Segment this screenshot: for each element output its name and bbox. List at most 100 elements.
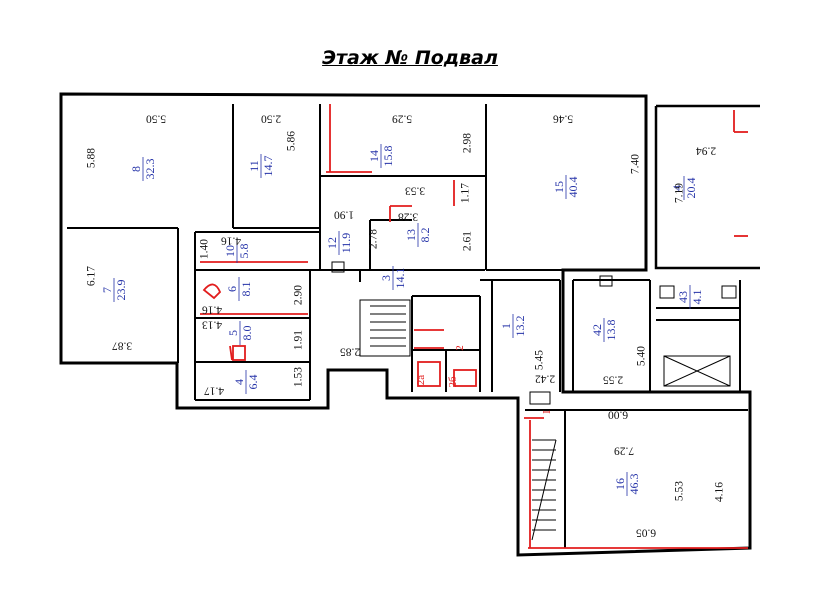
dimension-label: 2.42	[535, 372, 555, 384]
room-area: 20.4	[684, 178, 698, 199]
dimension-label: 1.40	[199, 239, 211, 259]
room-area: 40.4	[566, 177, 580, 198]
small-label-l2: 2	[454, 345, 466, 351]
room-area: 11.9	[339, 233, 353, 254]
room-number: 4	[232, 379, 246, 385]
room-area: 46.3	[627, 474, 641, 495]
room-number: 6	[225, 286, 239, 292]
room-number: 16	[613, 478, 627, 490]
dimension-label: 3.53	[405, 184, 425, 196]
room-area: 23.9	[114, 280, 128, 301]
room-number: 4	[670, 185, 684, 191]
dimension-label: 7.19	[674, 183, 686, 203]
dimension-label: 1.17	[460, 183, 472, 203]
room-number: 14	[367, 150, 381, 162]
dimension-label: 4.16	[221, 234, 241, 246]
elevator-shaft	[663, 355, 731, 387]
room-area: 13.8	[604, 320, 618, 341]
dimension-label: 2.78	[368, 229, 380, 249]
dimension-label: 4.13	[202, 318, 222, 330]
room-area: 5.8	[237, 244, 251, 259]
room-number: 42	[590, 324, 604, 336]
dimension-label: 7.29	[614, 444, 634, 456]
room-number: 15	[552, 181, 566, 193]
small-label-l2a: 2a	[415, 375, 427, 386]
dimension-label: 6.05	[636, 526, 656, 538]
red-markings	[200, 104, 748, 549]
room-area: 14.7	[261, 156, 275, 177]
dimension-label: 4.16	[714, 482, 726, 502]
room-area: 32.3	[143, 159, 157, 180]
room-number: 11	[247, 160, 261, 172]
dimension-label: 1.53	[293, 367, 305, 387]
dimension-label: 2.55	[603, 373, 623, 385]
dimension-label: 5.86	[286, 131, 298, 151]
door-openings	[74, 227, 737, 405]
dimension-label: 5.53	[674, 481, 686, 501]
room-number: 1	[499, 323, 513, 329]
interior-walls	[67, 104, 748, 548]
room-area: 15.8	[381, 146, 395, 167]
dimension-label: 2.98	[462, 133, 474, 153]
dimension-label: 5.88	[86, 148, 98, 168]
right-block-walls	[654, 104, 760, 270]
dimension-label: 5.50	[146, 112, 166, 124]
room-area: 8.1	[239, 282, 253, 297]
room-number: 7	[100, 287, 114, 293]
room-number: 3	[379, 275, 393, 281]
dimension-label: 5.46	[553, 112, 573, 124]
dimension-label: 6.17	[86, 266, 98, 286]
room-area: 6.4	[246, 375, 260, 390]
dimension-label: 2.61	[462, 231, 474, 251]
outer-walls	[59, 92, 752, 557]
room-number: 43	[676, 291, 690, 303]
small-label-lI: I	[541, 410, 553, 414]
room-area: 8.2	[418, 228, 432, 243]
room-number: 12	[325, 237, 339, 249]
room-number: 13	[404, 229, 418, 241]
staircase-center	[359, 299, 411, 357]
room-area: 14.1	[393, 268, 407, 289]
room-area: 4.1	[690, 290, 704, 305]
dimension-label: 5.40	[636, 346, 648, 366]
dimension-label: 4.17	[204, 384, 224, 396]
dimension-label: 4.16	[202, 303, 222, 315]
floor-title: Этаж № Подвал	[322, 47, 498, 69]
dimension-label: 2.50	[261, 112, 281, 124]
dimension-label: 7.40	[630, 154, 642, 174]
room-area: 13.2	[513, 316, 527, 337]
dimension-label: 5.45	[534, 350, 546, 370]
room-number: 8	[129, 166, 143, 172]
small-label-l2b: 2б	[447, 376, 459, 388]
dimension-label: 6.00	[608, 408, 628, 420]
dimension-label: 2.85	[340, 345, 360, 357]
dimension-label: 5.29	[392, 112, 412, 124]
dimension-label: 1.91	[293, 330, 305, 350]
room-number: 10	[223, 245, 237, 257]
dimension-label: 3.87	[112, 339, 132, 351]
dimension-label: 2.94	[696, 144, 716, 156]
dimension-label: 2.90	[293, 285, 305, 305]
room-number: 5	[226, 330, 240, 336]
dimension-label: 3.28	[398, 210, 418, 222]
dimension-label: 1.90	[334, 208, 354, 220]
staircase-room16	[531, 439, 557, 541]
